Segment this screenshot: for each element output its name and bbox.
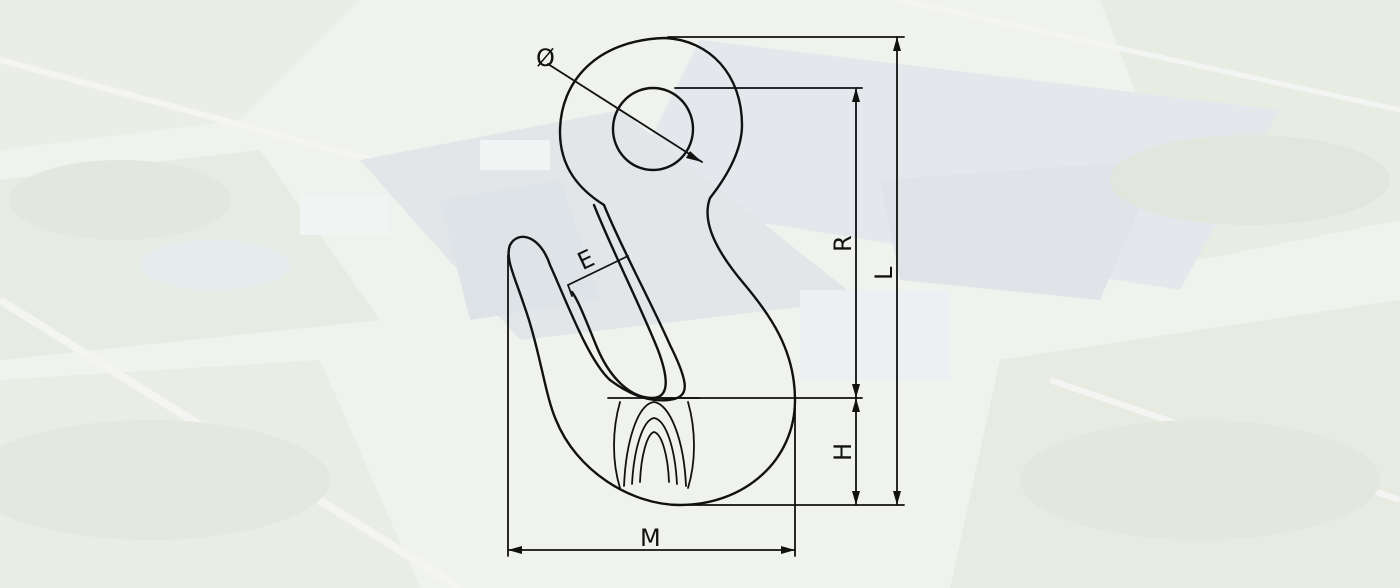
diameter-label: Ø bbox=[536, 44, 555, 72]
latch-outer-arch bbox=[623, 401, 687, 487]
height-label: H bbox=[829, 443, 857, 461]
length-label: L bbox=[870, 266, 898, 280]
latch-right-outer bbox=[687, 401, 695, 489]
latch-left-outer bbox=[613, 401, 621, 489]
width-arrow-right bbox=[781, 546, 795, 554]
reach-arrow-bottom bbox=[852, 384, 860, 398]
throat-label: E bbox=[573, 244, 599, 276]
height-arrow-top bbox=[852, 398, 860, 412]
hook-outline bbox=[507, 36, 797, 507]
length-arrow-bottom bbox=[893, 491, 901, 505]
width-arrow-left bbox=[508, 546, 522, 554]
reach-arrow-top bbox=[852, 88, 860, 102]
height-arrow-bottom bbox=[852, 491, 860, 505]
throat-dimension-line bbox=[567, 255, 629, 286]
throat-extension bbox=[567, 284, 573, 297]
latch-inner-arch bbox=[639, 431, 670, 483]
length-arrow-top bbox=[893, 37, 901, 51]
width-label: M bbox=[640, 524, 661, 552]
reach-label: R bbox=[829, 235, 857, 252]
shank-inner-edge bbox=[570, 203, 667, 400]
eye-hole bbox=[611, 86, 695, 172]
diameter-arrow bbox=[686, 151, 702, 162]
diameter-leader-line bbox=[547, 63, 703, 163]
latch-middle-arch bbox=[631, 417, 678, 485]
